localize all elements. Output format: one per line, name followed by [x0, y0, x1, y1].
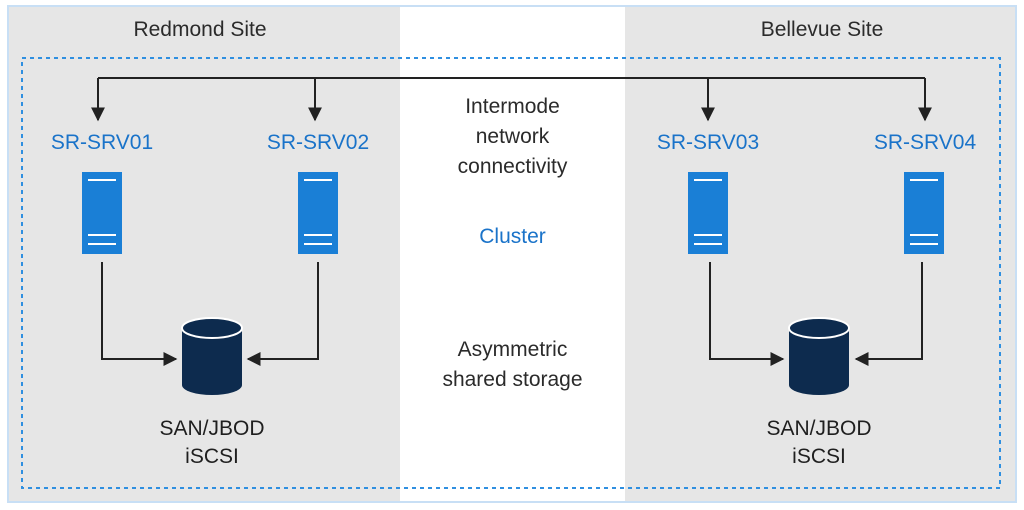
storage-label-redmond: SAN/JBOD iSCSI	[112, 415, 312, 471]
database-icon	[788, 317, 850, 395]
storage-protocol: iSCSI	[792, 445, 846, 468]
storage-label-line1: Asymmetric	[457, 338, 568, 361]
shared-storage-label: Asymmetric shared storage	[400, 335, 625, 395]
network-label-line3: connectivity	[457, 155, 568, 178]
storage-link-srv02	[246, 262, 319, 366]
storage-link-srv01	[101, 262, 178, 366]
storage-protocol: iSCSI	[185, 445, 239, 468]
storage-label-bellevue: SAN/JBOD iSCSI	[719, 415, 919, 471]
server-name-srv02: SR-SRV02	[266, 131, 370, 154]
server-icon	[82, 172, 122, 254]
network-label-line1: Intermode	[465, 95, 560, 118]
storage-type: SAN/JBOD	[159, 417, 265, 440]
server-icon	[688, 172, 728, 254]
cluster-label: Cluster	[479, 225, 546, 248]
redmond-site-label: Redmond Site	[133, 18, 267, 41]
cluster-boundary	[21, 57, 1001, 489]
storage-link-srv04	[854, 262, 923, 366]
outer-frame	[7, 5, 1017, 503]
server-name-srv01: SR-SRV01	[50, 131, 154, 154]
database-icon	[181, 317, 243, 395]
server-name-srv04: SR-SRV04	[873, 131, 977, 154]
network-connectivity-label: Intermode network connectivity	[400, 92, 625, 182]
bellevue-site-label: Bellevue Site	[760, 18, 884, 41]
network-label-line2: network	[475, 125, 550, 148]
storage-label-line2: shared storage	[442, 368, 583, 391]
server-name-srv03: SR-SRV03	[656, 131, 760, 154]
storage-link-srv03	[709, 262, 785, 366]
storage-type: SAN/JBOD	[766, 417, 872, 440]
server-icon	[904, 172, 944, 254]
server-icon	[298, 172, 338, 254]
